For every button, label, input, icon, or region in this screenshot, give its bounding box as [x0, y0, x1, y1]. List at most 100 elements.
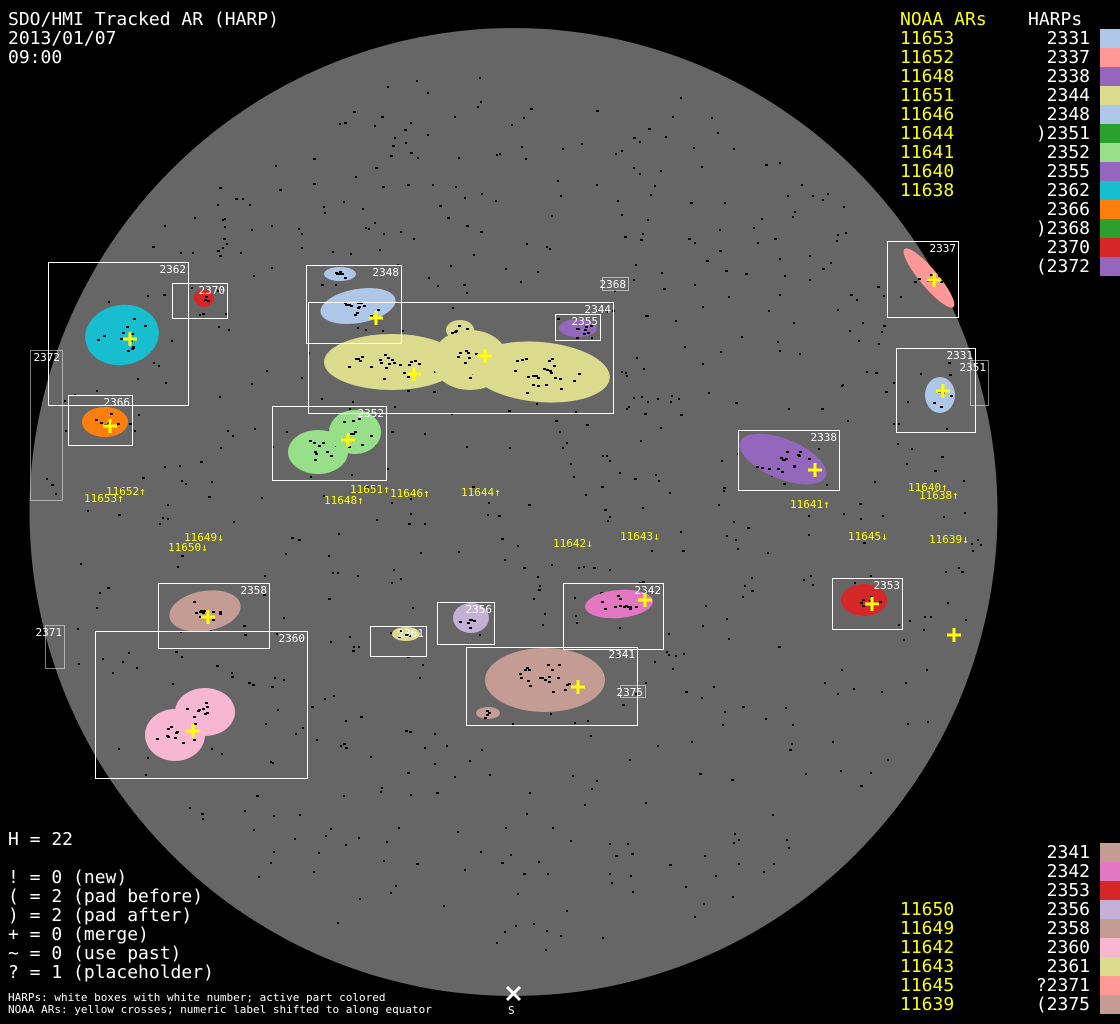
speckle	[783, 483, 786, 485]
harp-box-2353[interactable]	[832, 578, 903, 630]
speckle	[217, 290, 219, 292]
speckle	[118, 748, 120, 750]
speckle	[77, 628, 79, 630]
harp-box-2366[interactable]	[68, 395, 133, 446]
harp-box-2352[interactable]	[272, 406, 387, 481]
speckle	[318, 852, 320, 854]
sunspot	[309, 440, 312, 442]
sunspot	[514, 370, 517, 372]
speckle	[660, 170, 662, 172]
speckle	[64, 400, 66, 402]
sunspot	[547, 664, 550, 666]
harp-box-2344[interactable]	[308, 302, 614, 414]
harp-box-2337[interactable]	[887, 241, 959, 318]
harp-number: 2355	[1046, 161, 1090, 182]
harp-box-2351[interactable]	[970, 360, 989, 406]
speckle	[481, 749, 483, 751]
harp-box-2368[interactable]	[602, 277, 629, 291]
speckle	[680, 414, 683, 416]
noaa-number: 11651	[900, 85, 955, 106]
sunspot	[354, 314, 357, 316]
speckle	[930, 616, 932, 618]
speckle	[722, 724, 724, 726]
speckle	[394, 406, 396, 408]
color-swatch	[1100, 843, 1120, 862]
speckle	[55, 493, 57, 495]
speckle	[180, 252, 182, 254]
sunspot	[357, 358, 360, 360]
speckle	[283, 617, 285, 619]
noaa-number: 11639	[900, 994, 955, 1015]
speckle	[569, 546, 571, 548]
speckle	[510, 854, 512, 856]
speckle	[542, 624, 544, 626]
sunspot	[318, 445, 321, 447]
speckle	[410, 794, 412, 796]
harp-box-2370[interactable]	[172, 283, 228, 319]
color-swatch	[1100, 995, 1120, 1014]
speckle	[189, 807, 191, 809]
speckle	[495, 200, 497, 202]
harp-box-2358[interactable]	[158, 583, 270, 649]
speckle	[678, 398, 680, 400]
harp-box-2331[interactable]	[896, 348, 976, 433]
harp-box-2372[interactable]	[30, 350, 63, 501]
speckle	[224, 218, 226, 220]
speckle	[621, 214, 623, 216]
speckle	[560, 935, 562, 937]
harp-region-2337	[903, 248, 955, 308]
noaa-number: 11641	[900, 142, 955, 163]
harp-box-2361[interactable]	[370, 626, 427, 657]
sunspot	[219, 613, 222, 615]
speckle	[680, 531, 682, 533]
speckle	[808, 515, 810, 517]
color-swatch	[1100, 976, 1120, 995]
harp-box-2348[interactable]	[306, 265, 402, 344]
speckle	[480, 231, 483, 233]
speckle	[717, 132, 719, 134]
speckle	[639, 141, 641, 143]
sunspot	[879, 601, 882, 603]
speckle	[562, 447, 564, 449]
speckle	[870, 772, 872, 774]
speckle	[570, 840, 572, 842]
speckle	[602, 455, 604, 457]
harp-box-2371[interactable]	[45, 625, 65, 669]
sunspot	[206, 712, 209, 714]
speckle	[253, 829, 255, 831]
harp-box-2360[interactable]	[95, 631, 308, 779]
speckle	[658, 480, 660, 482]
harp-box-2362[interactable]	[48, 262, 189, 406]
speckle	[393, 569, 395, 571]
speckle	[684, 346, 686, 348]
harp-box-2341[interactable]	[466, 647, 638, 726]
speckle	[824, 682, 826, 684]
speckle	[118, 514, 121, 516]
legend-row: 11645?2371	[890, 976, 1120, 995]
speckle	[576, 337, 579, 339]
harp-box-2356[interactable]	[437, 602, 495, 645]
harp-box-2338[interactable]	[738, 430, 840, 491]
harp-box-2375[interactable]	[620, 685, 646, 698]
speckle	[972, 550, 974, 552]
harp-region-2362	[85, 304, 159, 366]
harp-box-2355[interactable]	[555, 314, 601, 341]
speckle	[137, 378, 139, 380]
speckle	[616, 656, 619, 658]
legend-row: 11644)2351	[890, 124, 1120, 143]
harp-box-2342[interactable]	[563, 583, 664, 650]
speckle	[738, 839, 740, 841]
color-swatch	[1100, 900, 1120, 919]
speckle	[791, 743, 793, 745]
speckle	[407, 772, 410, 774]
speckle	[517, 893, 519, 895]
speckle	[859, 503, 862, 505]
speckle	[436, 792, 439, 794]
sunspot	[550, 372, 553, 374]
speckle	[593, 567, 596, 569]
speckle	[609, 843, 611, 845]
speckle	[147, 757, 149, 759]
noaa-number: 11648	[900, 66, 955, 87]
color-swatch	[1100, 862, 1120, 881]
